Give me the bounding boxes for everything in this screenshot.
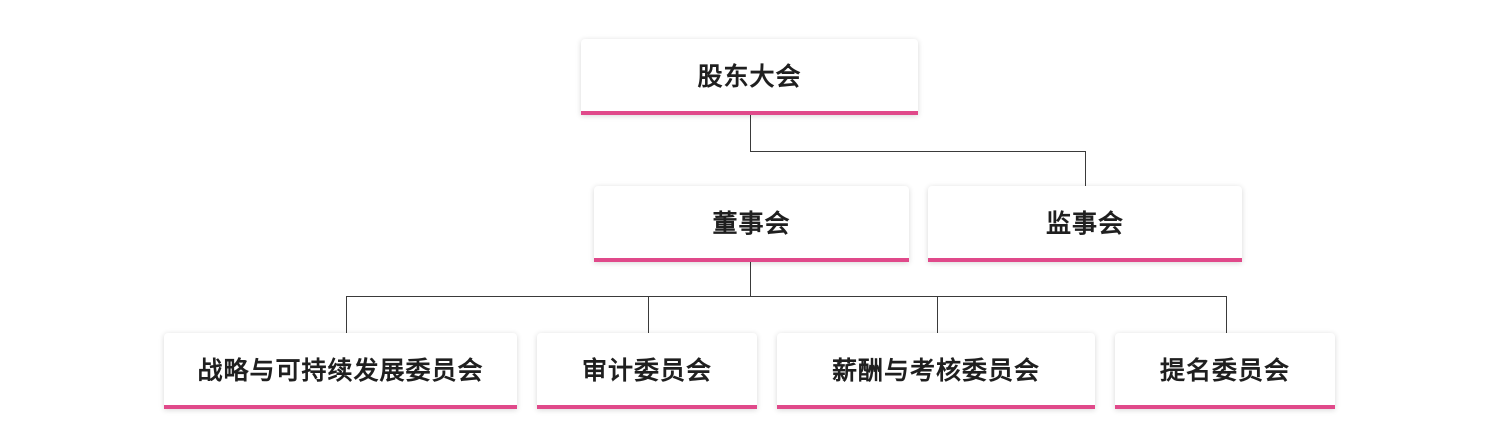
node-label: 审计委员会 [581,356,712,385]
node-strategy-committee: 战略与可持续发展委员会 [164,333,517,409]
node-remuneration-committee: 薪酬与考核委员会 [777,333,1095,409]
node-label: 薪酬与考核委员会 [831,356,1040,385]
node-label: 提名委员会 [1159,356,1290,385]
node-label: 监事会 [1045,209,1124,238]
node-label: 股东大会 [697,62,802,91]
node-shareholders-meeting: 股东大会 [581,39,918,115]
node-label: 董事会 [712,209,791,238]
node-board-of-directors: 董事会 [594,186,909,262]
node-audit-committee: 审计委员会 [537,333,757,409]
node-label: 战略与可持续发展委员会 [197,356,484,385]
node-nomination-committee: 提名委员会 [1115,333,1335,409]
node-board-of-supervisors: 监事会 [928,186,1242,262]
